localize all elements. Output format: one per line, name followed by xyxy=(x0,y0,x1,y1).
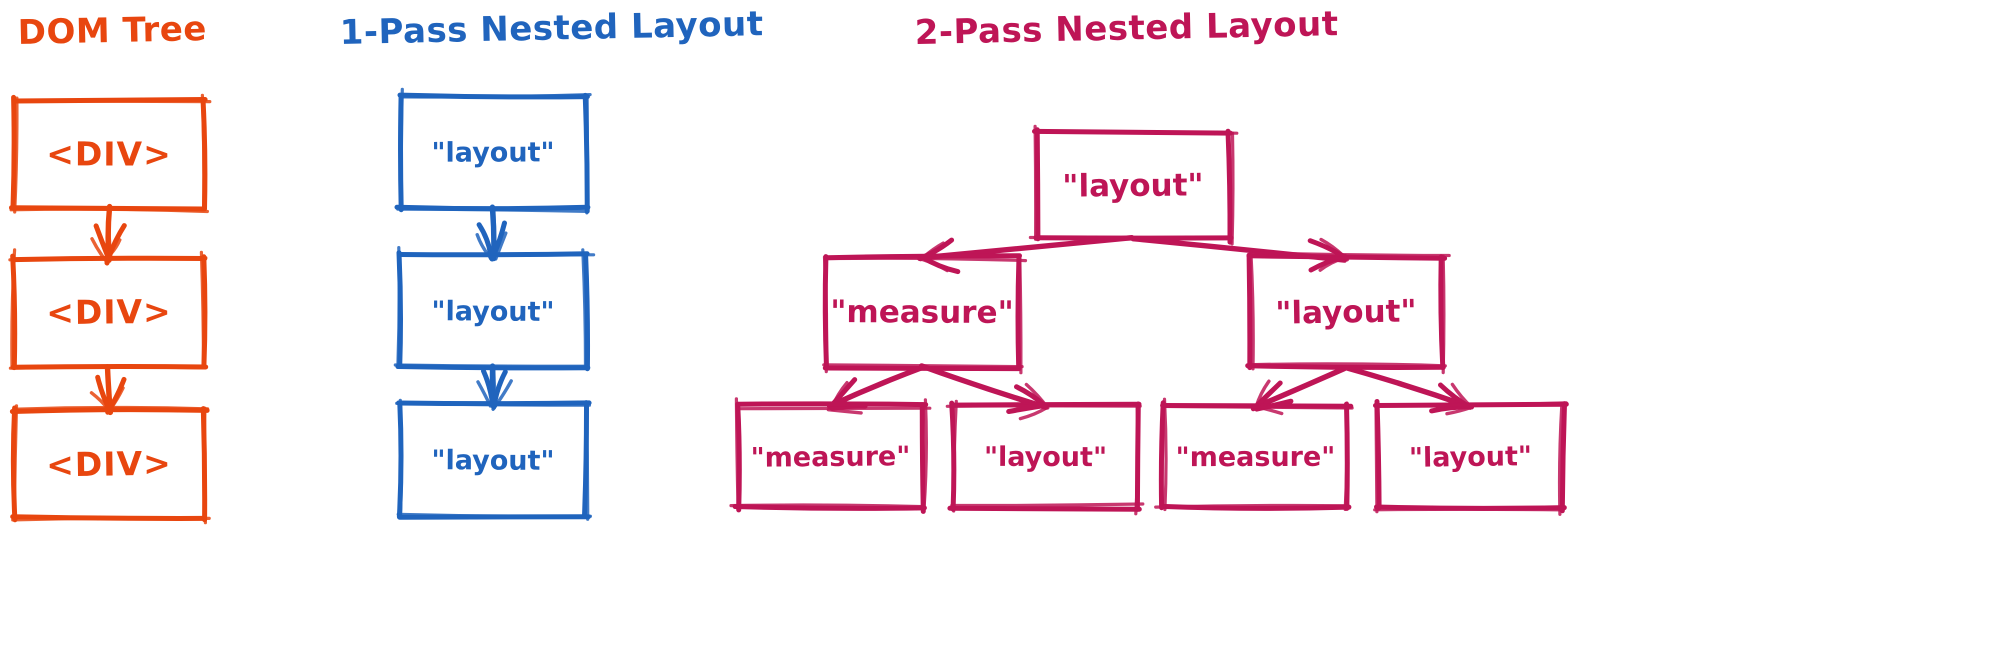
panel-title-two-pass: 2-Pass Nested Layout xyxy=(914,4,1339,53)
edge-two-pass-l1-right-to-two-pass-leaf-4 xyxy=(1343,365,1473,410)
node-one-pass-node-2[interactable]: "layout" xyxy=(393,246,596,372)
node-label-layout: "layout" xyxy=(1409,441,1532,474)
node-two-pass-root[interactable]: "layout" xyxy=(1028,124,1239,246)
panel-dom-tree: DOM Tree <DIV> <DIV> <DIV> xyxy=(8,9,212,525)
node-box-layout xyxy=(394,87,592,215)
node-box-layout xyxy=(945,399,1145,516)
panel-title-text: 2-Pass Nested Layout xyxy=(914,4,1339,53)
node-box-div xyxy=(9,404,211,525)
node-box-layout xyxy=(393,246,596,372)
node-box-layout xyxy=(395,398,592,521)
node-two-pass-leaf-2[interactable]: "layout" xyxy=(945,399,1145,516)
node-label-measure: "measure" xyxy=(750,441,910,473)
node-box-measure xyxy=(1154,397,1354,512)
node-label-layout: "layout" xyxy=(431,296,554,328)
panel-title-text: DOM Tree xyxy=(17,9,207,53)
edge-two-pass-l1-right-to-two-pass-leaf-3 xyxy=(1251,365,1348,411)
node-label-layout: "layout" xyxy=(984,442,1107,473)
node-box-measure xyxy=(822,253,1028,375)
panel-two-pass-nested-layout: 2-Pass Nested Layout "layout" "measure" "la… xyxy=(729,4,1569,516)
node-label-layout: "layout" xyxy=(431,137,554,168)
node-dom-node-1[interactable]: <DIV> xyxy=(9,93,212,214)
node-dom-node-3[interactable]: <DIV> xyxy=(9,404,211,525)
panel-title-dom-tree: DOM Tree xyxy=(17,9,207,53)
node-box-layout xyxy=(1245,250,1451,375)
node-one-pass-node-1[interactable]: "layout" xyxy=(394,87,592,215)
node-two-pass-leaf-1[interactable]: "measure" xyxy=(729,397,932,514)
panel-one-pass-nested-layout: 1-Pass Nested Layout "layout" "layout" "lay… xyxy=(339,4,764,521)
node-box-layout xyxy=(1373,399,1569,516)
node-dom-node-2[interactable]: <DIV> xyxy=(8,248,209,371)
node-label-layout: "layout" xyxy=(1275,293,1417,331)
node-box-div xyxy=(8,248,209,371)
node-two-pass-leaf-4[interactable]: "layout" xyxy=(1373,399,1569,516)
node-label-measure: "measure" xyxy=(1176,442,1336,473)
panel-title-text: 1-Pass Nested Layout xyxy=(339,4,764,53)
node-label-div: <DIV> xyxy=(46,292,172,332)
node-label-div: <DIV> xyxy=(46,444,172,485)
panel-title-one-pass: 1-Pass Nested Layout xyxy=(339,4,764,53)
node-label-div: <DIV> xyxy=(46,134,172,173)
node-label-measure: "measure" xyxy=(830,294,1014,331)
node-box-div xyxy=(9,93,212,214)
node-label-layout: "layout" xyxy=(431,445,554,477)
node-two-pass-leaf-3[interactable]: "measure" xyxy=(1154,397,1354,512)
node-two-pass-l1-right[interactable]: "layout" xyxy=(1245,250,1451,375)
node-box-layout xyxy=(1028,124,1239,246)
node-label-layout: "layout" xyxy=(1062,167,1204,204)
node-box-measure xyxy=(729,397,932,514)
node-one-pass-node-3[interactable]: "layout" xyxy=(395,398,592,521)
node-two-pass-l1-left[interactable]: "measure" xyxy=(822,253,1028,375)
